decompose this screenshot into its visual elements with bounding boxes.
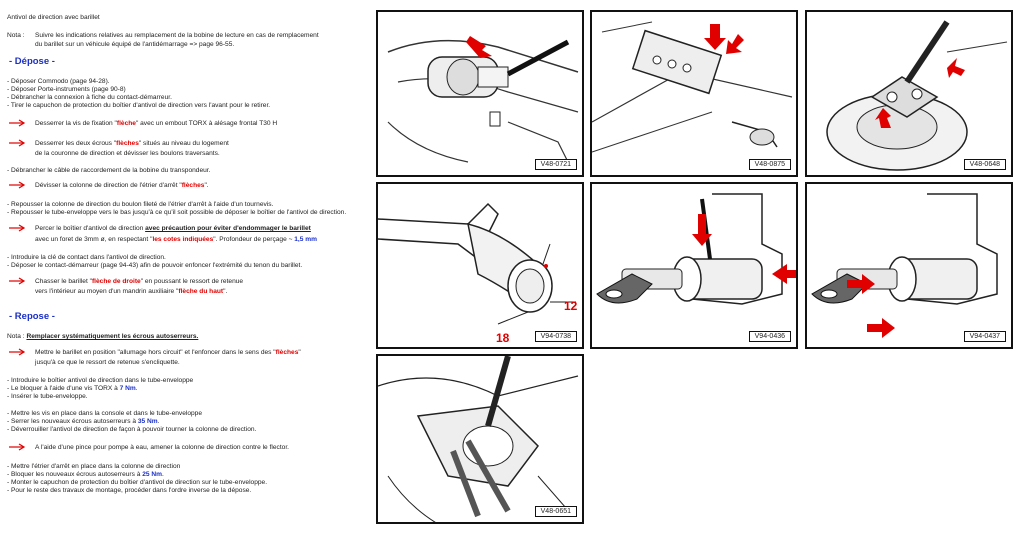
arrow-right-icon	[9, 277, 26, 285]
pliers-on-steering-column-illustration	[378, 356, 579, 522]
step-a2-line-2: de la couronne de direction et dévisser …	[35, 150, 220, 157]
step-r8: - Bloquer les nouveaux écrous autoserreu…	[7, 471, 164, 478]
step-a6: Mettre le barillet en position "allumage…	[35, 349, 301, 356]
lock-barrel-with-key-illustration	[596, 193, 796, 305]
note-text-line-1: Suivre les indications relatives au remp…	[35, 32, 319, 39]
step-d2: - Déposer Porte-instruments (page 90-8)	[7, 86, 126, 93]
step-a2: Desserrer les deux écrous "flèches" situ…	[35, 140, 229, 147]
figure-4: 12 18 V94-0738	[376, 182, 584, 349]
step-r9: - Monter le capuchon de protection du bo…	[7, 479, 268, 486]
arrow-right-icon	[9, 224, 26, 232]
step-d1: - Déposer Commodo (page 94-28).	[7, 78, 110, 85]
step-d9: - Déposer le contact-démarreur (page 94-…	[7, 262, 303, 269]
note-text-line-2: du barillet sur un véhicule équipé de l'…	[35, 41, 235, 48]
instructions-column: Antivol de direction avec barillet Nota …	[0, 0, 372, 534]
section-title-depose: - Dépose -	[9, 56, 55, 67]
figure-code: V94-0437	[963, 331, 1006, 342]
step-a1: Desserrer la vis de fixation "flèche" av…	[35, 120, 278, 127]
red-arrow-icon	[772, 264, 796, 284]
arrow-right-icon	[9, 443, 26, 451]
step-d7: - Repousser le tube-enveloppe vers le ba…	[7, 209, 347, 216]
red-arrow-icon	[704, 24, 726, 50]
section-title-repose: - Repose -	[9, 311, 55, 322]
red-arrow-icon	[692, 214, 712, 246]
figure-code: V48-0651	[534, 506, 577, 517]
arrow-right-icon	[9, 348, 26, 356]
red-arrow-icon	[466, 36, 492, 58]
figure-2: V48-0875	[590, 10, 798, 177]
note-2: Nota : Remplacer systématiquement les éc…	[7, 333, 199, 340]
figure-code: V94-0738	[534, 331, 577, 342]
figure-1: V48-0721	[376, 10, 584, 177]
step-r2: - Le bloquer à l'aide d'une vis TORX à 7…	[7, 385, 138, 392]
step-r7: - Mettre l'étrier d'arrêt en place dans …	[7, 463, 181, 470]
red-arrow-icon	[847, 274, 875, 294]
red-arrow-icon	[947, 58, 965, 78]
lock-barrel-insertion-illustration	[811, 193, 998, 338]
figure-code: V48-0875	[748, 159, 791, 170]
step-r6: - Déverrouiller l'antivol de direction d…	[7, 426, 257, 433]
step-a4: Percer le boîtier d'antivol de direction…	[35, 225, 311, 232]
red-arrow-icon	[726, 34, 744, 54]
dimension-label-12: 12	[564, 299, 578, 313]
steering-column-illustration	[826, 20, 1008, 171]
red-arrow-icon	[867, 318, 895, 338]
step-d4: - Tirer le capuchon de protection du boî…	[7, 102, 271, 109]
arrow-right-icon	[9, 119, 26, 127]
step-r10: - Pour le reste des travaux de montage, …	[7, 487, 252, 494]
step-a5-line-2: vers l'intérieur au moyen d'un mandrin a…	[35, 288, 228, 295]
step-a4-line-2: avec un foret de 3mm ø, en respectant "l…	[35, 236, 317, 243]
figure-3: V48-0648	[805, 10, 1013, 177]
figure-code: V48-0721	[534, 159, 577, 170]
figure-code: V48-0648	[963, 159, 1006, 170]
step-r4: - Mettre les vis en place dans la consol…	[7, 410, 202, 417]
step-r1: - Introduire le boîtier antivol de direc…	[7, 377, 194, 384]
step-a5: Chasser le barillet "flèche de droite" e…	[35, 278, 244, 285]
step-a6-line-2: jusqu'à ce que le ressort de retenue s'e…	[35, 359, 180, 366]
arrow-right-icon	[9, 139, 26, 147]
step-d6: - Repousser la colonne de direction du b…	[7, 201, 274, 208]
step-a3: Dévisser la colonne de direction de l'ét…	[35, 182, 209, 189]
steering-column-illustration	[592, 21, 793, 153]
note-label: Nota :	[7, 32, 25, 39]
lock-housing-illustration: 12 18	[378, 202, 578, 345]
step-a7: A l'aide d'une pince pour pompe à eau, a…	[35, 444, 289, 451]
step-r3: - Insérer le tube-enveloppe.	[7, 393, 88, 400]
figure-code: V94-0436	[748, 331, 791, 342]
step-d3: - Débrancher la connexion à fiche du con…	[7, 94, 172, 101]
arrow-right-icon	[9, 181, 26, 189]
dimension-label-18: 18	[496, 331, 510, 345]
step-d5: - Débrancher le câble de raccordement de…	[7, 167, 211, 174]
step-d8: - Introduire la clé de contact dans l'an…	[7, 254, 166, 261]
document-title: Antivol de direction avec barillet	[7, 14, 100, 21]
red-arrow-icon	[875, 108, 891, 128]
figure-5: V94-0436	[590, 182, 798, 349]
step-r5: - Serrer les nouveaux écrous autoserreur…	[7, 418, 160, 425]
figure-7: V48-0651	[376, 354, 584, 524]
figure-6: V94-0437	[805, 182, 1013, 349]
steering-column-illustration	[387, 36, 579, 163]
